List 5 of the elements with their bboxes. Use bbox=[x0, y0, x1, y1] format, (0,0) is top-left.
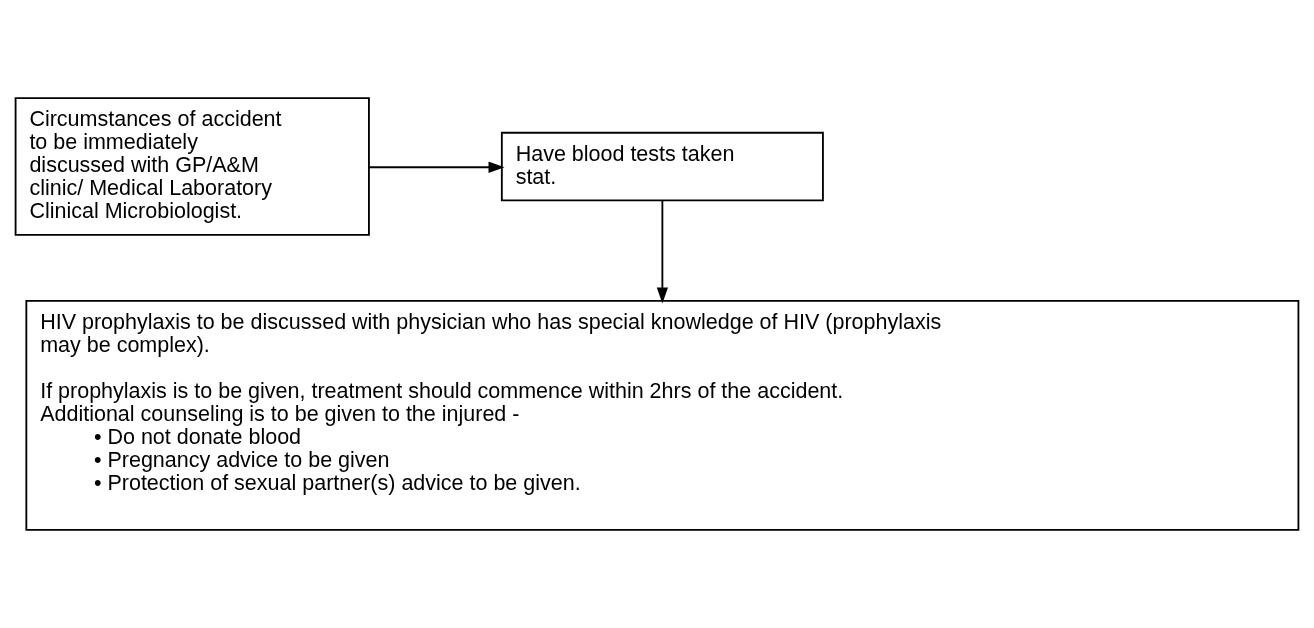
node-box: HIV prophylaxis to be discussed with physician who has special knowledge of HIV (prophylaxis may be complex). If prophylaxis is to be given, treatment should commence within 2hrs of the accident. Additional counseling is to be given to the injured - • Do not donate blood • Pregnancy advice to be given • Protection of sexual partner(s) advice to be given. bbox=[25, 300, 1300, 531]
node-box: Have blood tests taken stat. bbox=[500, 131, 824, 202]
arrow bbox=[656, 199, 668, 304]
arrow bbox=[368, 161, 505, 173]
node-box: Circumstances of accident to be immediately discussed with GP/A&M clinic/ Medical Laboratory Clinical Microbiologist. bbox=[14, 97, 370, 236]
